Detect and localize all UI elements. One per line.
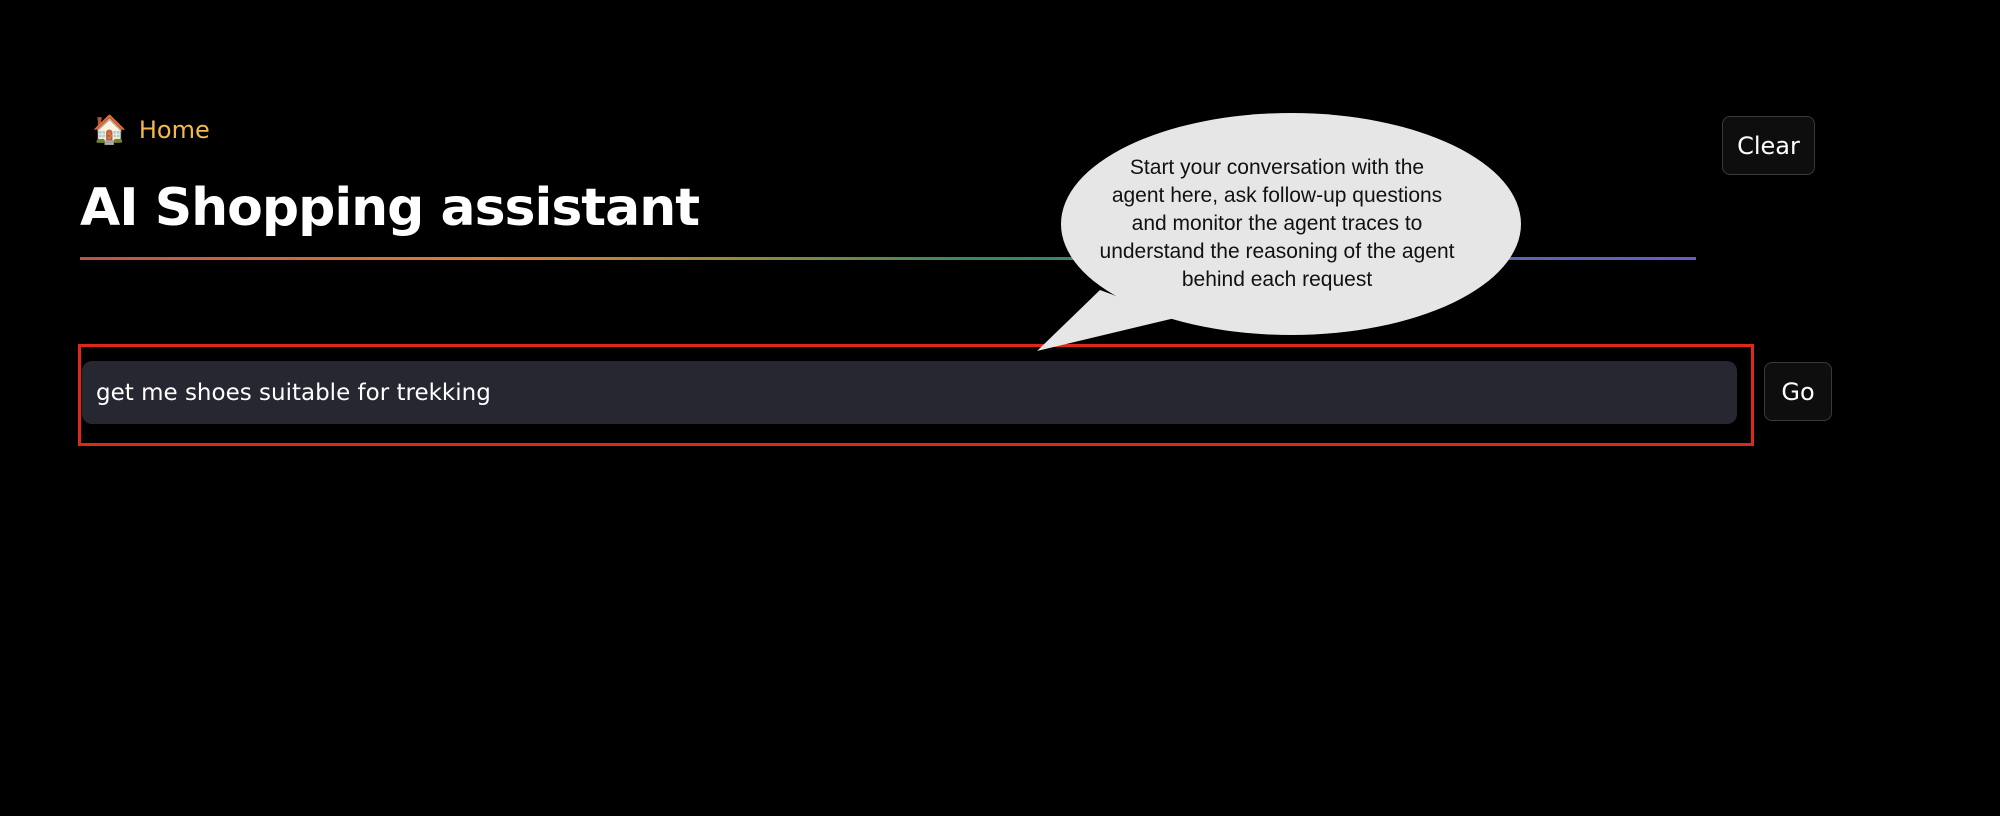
- page-title: AI Shopping assistant: [80, 178, 700, 238]
- callout-line: and monitor the agent traces to: [1131, 212, 1423, 235]
- callout-text: Start your conversation with the agent h…: [1062, 154, 1492, 294]
- callout-line: understand the reasoning of the agent: [1099, 240, 1455, 263]
- home-link[interactable]: 🏠 Home: [92, 113, 210, 146]
- go-button[interactable]: Go: [1764, 362, 1832, 421]
- input-highlight-box: [78, 344, 1754, 446]
- title-divider: [80, 257, 1696, 260]
- callout-line: behind each request: [1181, 268, 1373, 291]
- home-label: Home: [138, 116, 210, 144]
- house-icon: 🏠: [92, 113, 127, 146]
- callout-line: Start your conversation with the: [1129, 156, 1425, 179]
- callout-line: agent here, ask follow-up questions: [1111, 184, 1443, 207]
- clear-button[interactable]: Clear: [1722, 116, 1815, 175]
- query-input[interactable]: [82, 361, 1737, 424]
